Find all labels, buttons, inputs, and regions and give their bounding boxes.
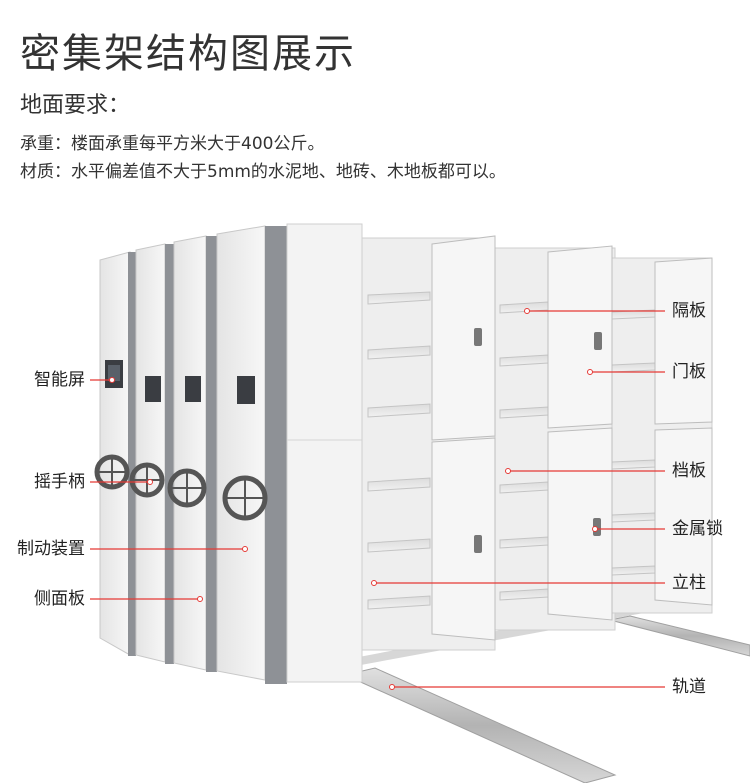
label-shelf: 隔板 xyxy=(672,301,706,321)
label-track: 轨道 xyxy=(672,677,706,697)
material-requirement: 材质：水平偏差值不大于5mm的水泥地、地砖、木地板都可以。 xyxy=(20,162,506,182)
page-title: 密集架结构图展示 xyxy=(20,31,356,77)
cabinet-diagram: 智能屏 摇手柄 制动装置 侧面板 隔板 门板 档板 金属锁 立柱 轨道 xyxy=(0,200,750,783)
label-side-panel: 侧面板 xyxy=(34,589,85,609)
floor-rails xyxy=(343,615,750,783)
label-door-panel: 门板 xyxy=(672,362,706,382)
label-brake-device: 制动装置 xyxy=(17,539,85,559)
label-upright-post: 立柱 xyxy=(672,573,706,593)
side-panels xyxy=(99,223,363,684)
label-metal-lock: 金属锁 xyxy=(672,519,723,539)
load-requirement: 承重：楼面承重每平方米大于400公斤。 xyxy=(20,134,325,154)
label-hand-crank: 摇手柄 xyxy=(34,472,85,492)
label-smart-screen: 智能屏 xyxy=(34,370,85,390)
callout-lines xyxy=(90,310,665,688)
cabinet-illustration xyxy=(90,223,750,783)
callout-dots xyxy=(109,308,598,690)
floor-requirements-heading: 地面要求： xyxy=(20,93,131,118)
label-baffle: 档板 xyxy=(672,461,706,481)
door-panels xyxy=(431,235,713,641)
